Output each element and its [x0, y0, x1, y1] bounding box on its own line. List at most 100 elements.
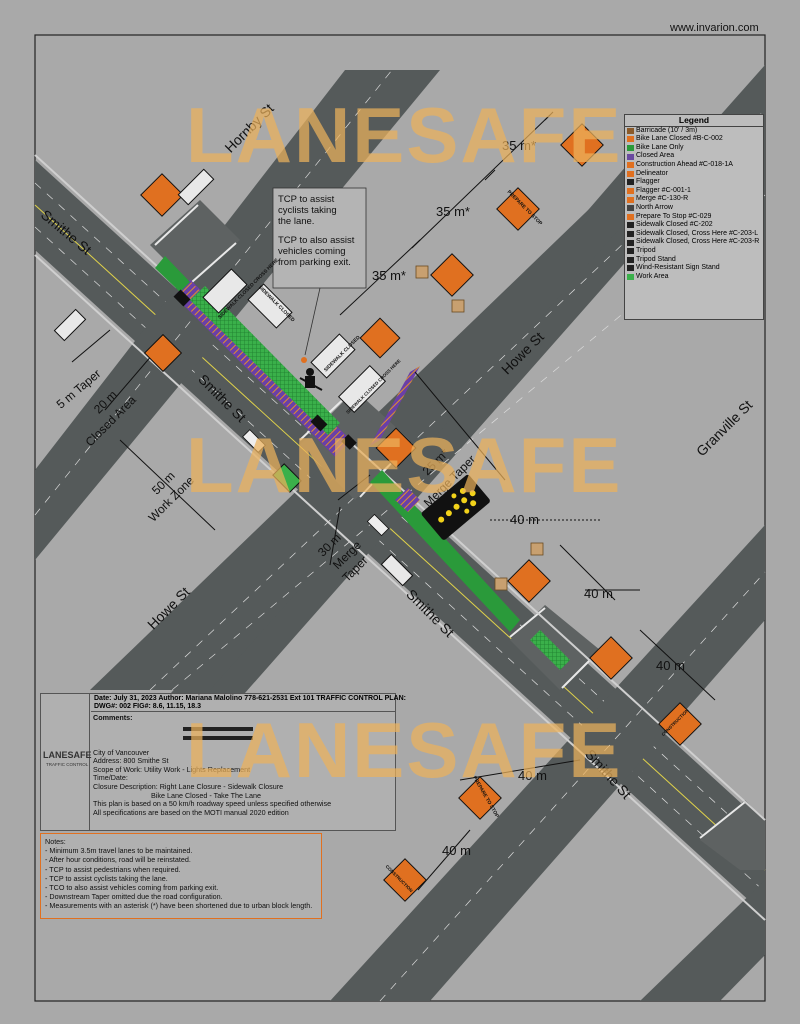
prepare-to-stop-sign-icon-2: [458, 776, 502, 820]
bike-lane-closed-sign-icon-3: [375, 427, 417, 469]
callout-line: from parking exit.: [278, 257, 351, 268]
legend-label: Work Area: [636, 272, 669, 280]
legend-item: Sidewalk Closed, Cross Here #C-203-R: [625, 238, 763, 247]
construction-ahead-sign-icon-2: [658, 702, 702, 746]
plan-note-2: All specifications are based on the MOTI…: [93, 807, 289, 817]
legend-swatch-icon: [627, 273, 634, 280]
legend-swatch-icon: [627, 256, 634, 263]
legend-swatch-icon: [627, 153, 634, 160]
legend-label: North Arrow: [636, 203, 673, 211]
note-line: - TCP to assist cyclists taking the lane…: [45, 873, 168, 883]
legend-item: Bike Lane Closed #B-C-002: [625, 135, 763, 144]
construction-ahead-sign-icon-3: [383, 858, 427, 902]
work-area: [155, 256, 570, 670]
legend-label: Construction Ahead #C-018-1A: [636, 160, 733, 168]
legend-swatch-icon: [627, 213, 634, 220]
comments-label: Comments:: [93, 713, 133, 722]
legend-swatch-icon: [627, 136, 634, 143]
legend-label: Flagger #C-001-1: [636, 186, 691, 194]
dim-35m-2: 35 m*: [436, 204, 470, 219]
note-line: - Downstream Taper omitted due the road …: [45, 892, 223, 902]
notes-title: Notes:: [45, 837, 66, 846]
closure-description-2: Bike Lane Closed - Take The Lane: [151, 790, 262, 800]
note-line: - After hour conditions, road will be re…: [45, 855, 191, 865]
callout-line: the lane.: [278, 216, 315, 227]
legend-swatch-icon: [627, 239, 634, 246]
legend-label: Wind-Resistant Sign Stand: [636, 264, 720, 272]
legend-item: Tripod Stand: [625, 256, 763, 265]
website-label: www.invarion.com: [670, 22, 759, 34]
legend-swatch-icon: [627, 162, 634, 169]
barricade-icons: [415, 265, 544, 591]
legend-label: Flagger: [636, 178, 660, 186]
legend-swatch-icon: [627, 127, 634, 134]
legend-swatch-icon: [627, 170, 634, 177]
construction-ahead-sign-icon: [560, 123, 604, 167]
client: City of Vancouver: [93, 747, 150, 757]
plan-note-1: This plan is based on a 50 km/h roadway …: [93, 799, 332, 809]
dim-35m-1: 35 m*: [502, 138, 536, 153]
legend-swatch-icon: [627, 179, 634, 186]
dim-35m-3: 35 m*: [372, 268, 406, 283]
legend-label: Sidewalk Closed, Cross Here #C-203-L: [636, 229, 759, 237]
legend-item: Work Area: [625, 273, 763, 282]
dim-40m-5: 40 m: [442, 843, 471, 858]
redacted-comments: [93, 723, 393, 749]
legend-item: Sidewalk Closed #C-202: [625, 221, 763, 230]
legend-list: Barricade (10' / 3m)Bike Lane Closed #B-…: [625, 127, 763, 282]
note-line: - TCP to assist pedestrians when require…: [45, 864, 181, 874]
legend-label: Prepare To Stop #C-029: [636, 212, 712, 220]
callout-line: cyclists taking: [278, 205, 337, 216]
bike-lane-closed-sign-icon-2: [359, 317, 401, 359]
title-block: LANESAFE TRAFFIC CONTROL Date: July 31, …: [40, 693, 406, 831]
legend-item: Flagger #C-001-1: [625, 187, 763, 196]
closure-description: Closure Description: Right Lane Closure …: [93, 781, 284, 791]
legend-item: Prepare To Stop #C-029: [625, 213, 763, 222]
legend-label: Bike Lane Only: [636, 143, 684, 151]
header-line-1: Date: July 31, 2023 Author: Mariana Malo…: [94, 695, 406, 702]
dim-40m-4: 40 m: [518, 768, 547, 783]
legend-label: Sidewalk Closed #C-202: [636, 221, 713, 229]
header-line-2: DWG#: 002 FIG#: 8.6, 11.15, 18.3: [94, 703, 201, 710]
flagger-sign-icon: [143, 333, 183, 373]
note-line: - Minimum 3.5m travel lanes to be mainta…: [45, 846, 193, 856]
legend-label: Merge #C-130-R: [636, 195, 689, 203]
dim-40m-2: 40 m: [584, 586, 613, 601]
flagger-sign-icon-3: [507, 559, 551, 603]
warning-signs: [140, 123, 702, 902]
logo-subtext: TRAFFIC CONTROL: [46, 762, 89, 767]
dim-40m-3: 40 m: [656, 658, 685, 673]
legend-swatch-icon: [627, 265, 634, 272]
address: Address: 800 Smithe St: [93, 756, 169, 766]
tcp-callout: TCP to assist cyclists taking the lane. …: [278, 194, 354, 268]
legend-label: Closed Area: [636, 152, 675, 160]
legend-item: Bike Lane Only: [625, 144, 763, 153]
legend-item: Delineator: [625, 170, 763, 179]
legend-swatch-icon: [627, 205, 634, 212]
flagger-icons: [173, 289, 357, 450]
legend-swatch-icon: [627, 196, 634, 203]
company-logo: LANESAFE TRAFFIC CONTROL: [41, 694, 92, 830]
title-header: Date: July 31, 2023 Author: Mariana Malo…: [91, 694, 406, 712]
callout-line: TCP to also assist: [278, 235, 355, 246]
merge-sign-icon: [589, 636, 633, 680]
legend-item: North Arrow: [625, 204, 763, 213]
notes-box: Notes: - Minimum 3.5m travel lanes to be…: [40, 833, 322, 919]
time-date: Time/Date:: [93, 773, 128, 783]
sidewalk-signs: [53, 168, 414, 587]
legend-swatch-icon: [627, 188, 634, 195]
callout-line: TCP to assist: [278, 194, 335, 205]
legend-title: Legend: [625, 115, 763, 127]
legend-label: Tripod: [636, 246, 656, 254]
legend: Legend Barricade (10' / 3m)Bike Lane Clo…: [624, 114, 764, 320]
legend-item: Tripod: [625, 247, 763, 256]
legend-item: Barricade (10' / 3m): [625, 127, 763, 136]
legend-swatch-icon: [627, 145, 634, 152]
legend-label: Delineator: [636, 169, 668, 177]
legend-item: Merge #C-130-R: [625, 195, 763, 204]
legend-label: Barricade (10' / 3m): [636, 126, 698, 134]
vehicle-icons: [242, 429, 390, 537]
legend-item: Construction Ahead #C-018-1A: [625, 161, 763, 170]
